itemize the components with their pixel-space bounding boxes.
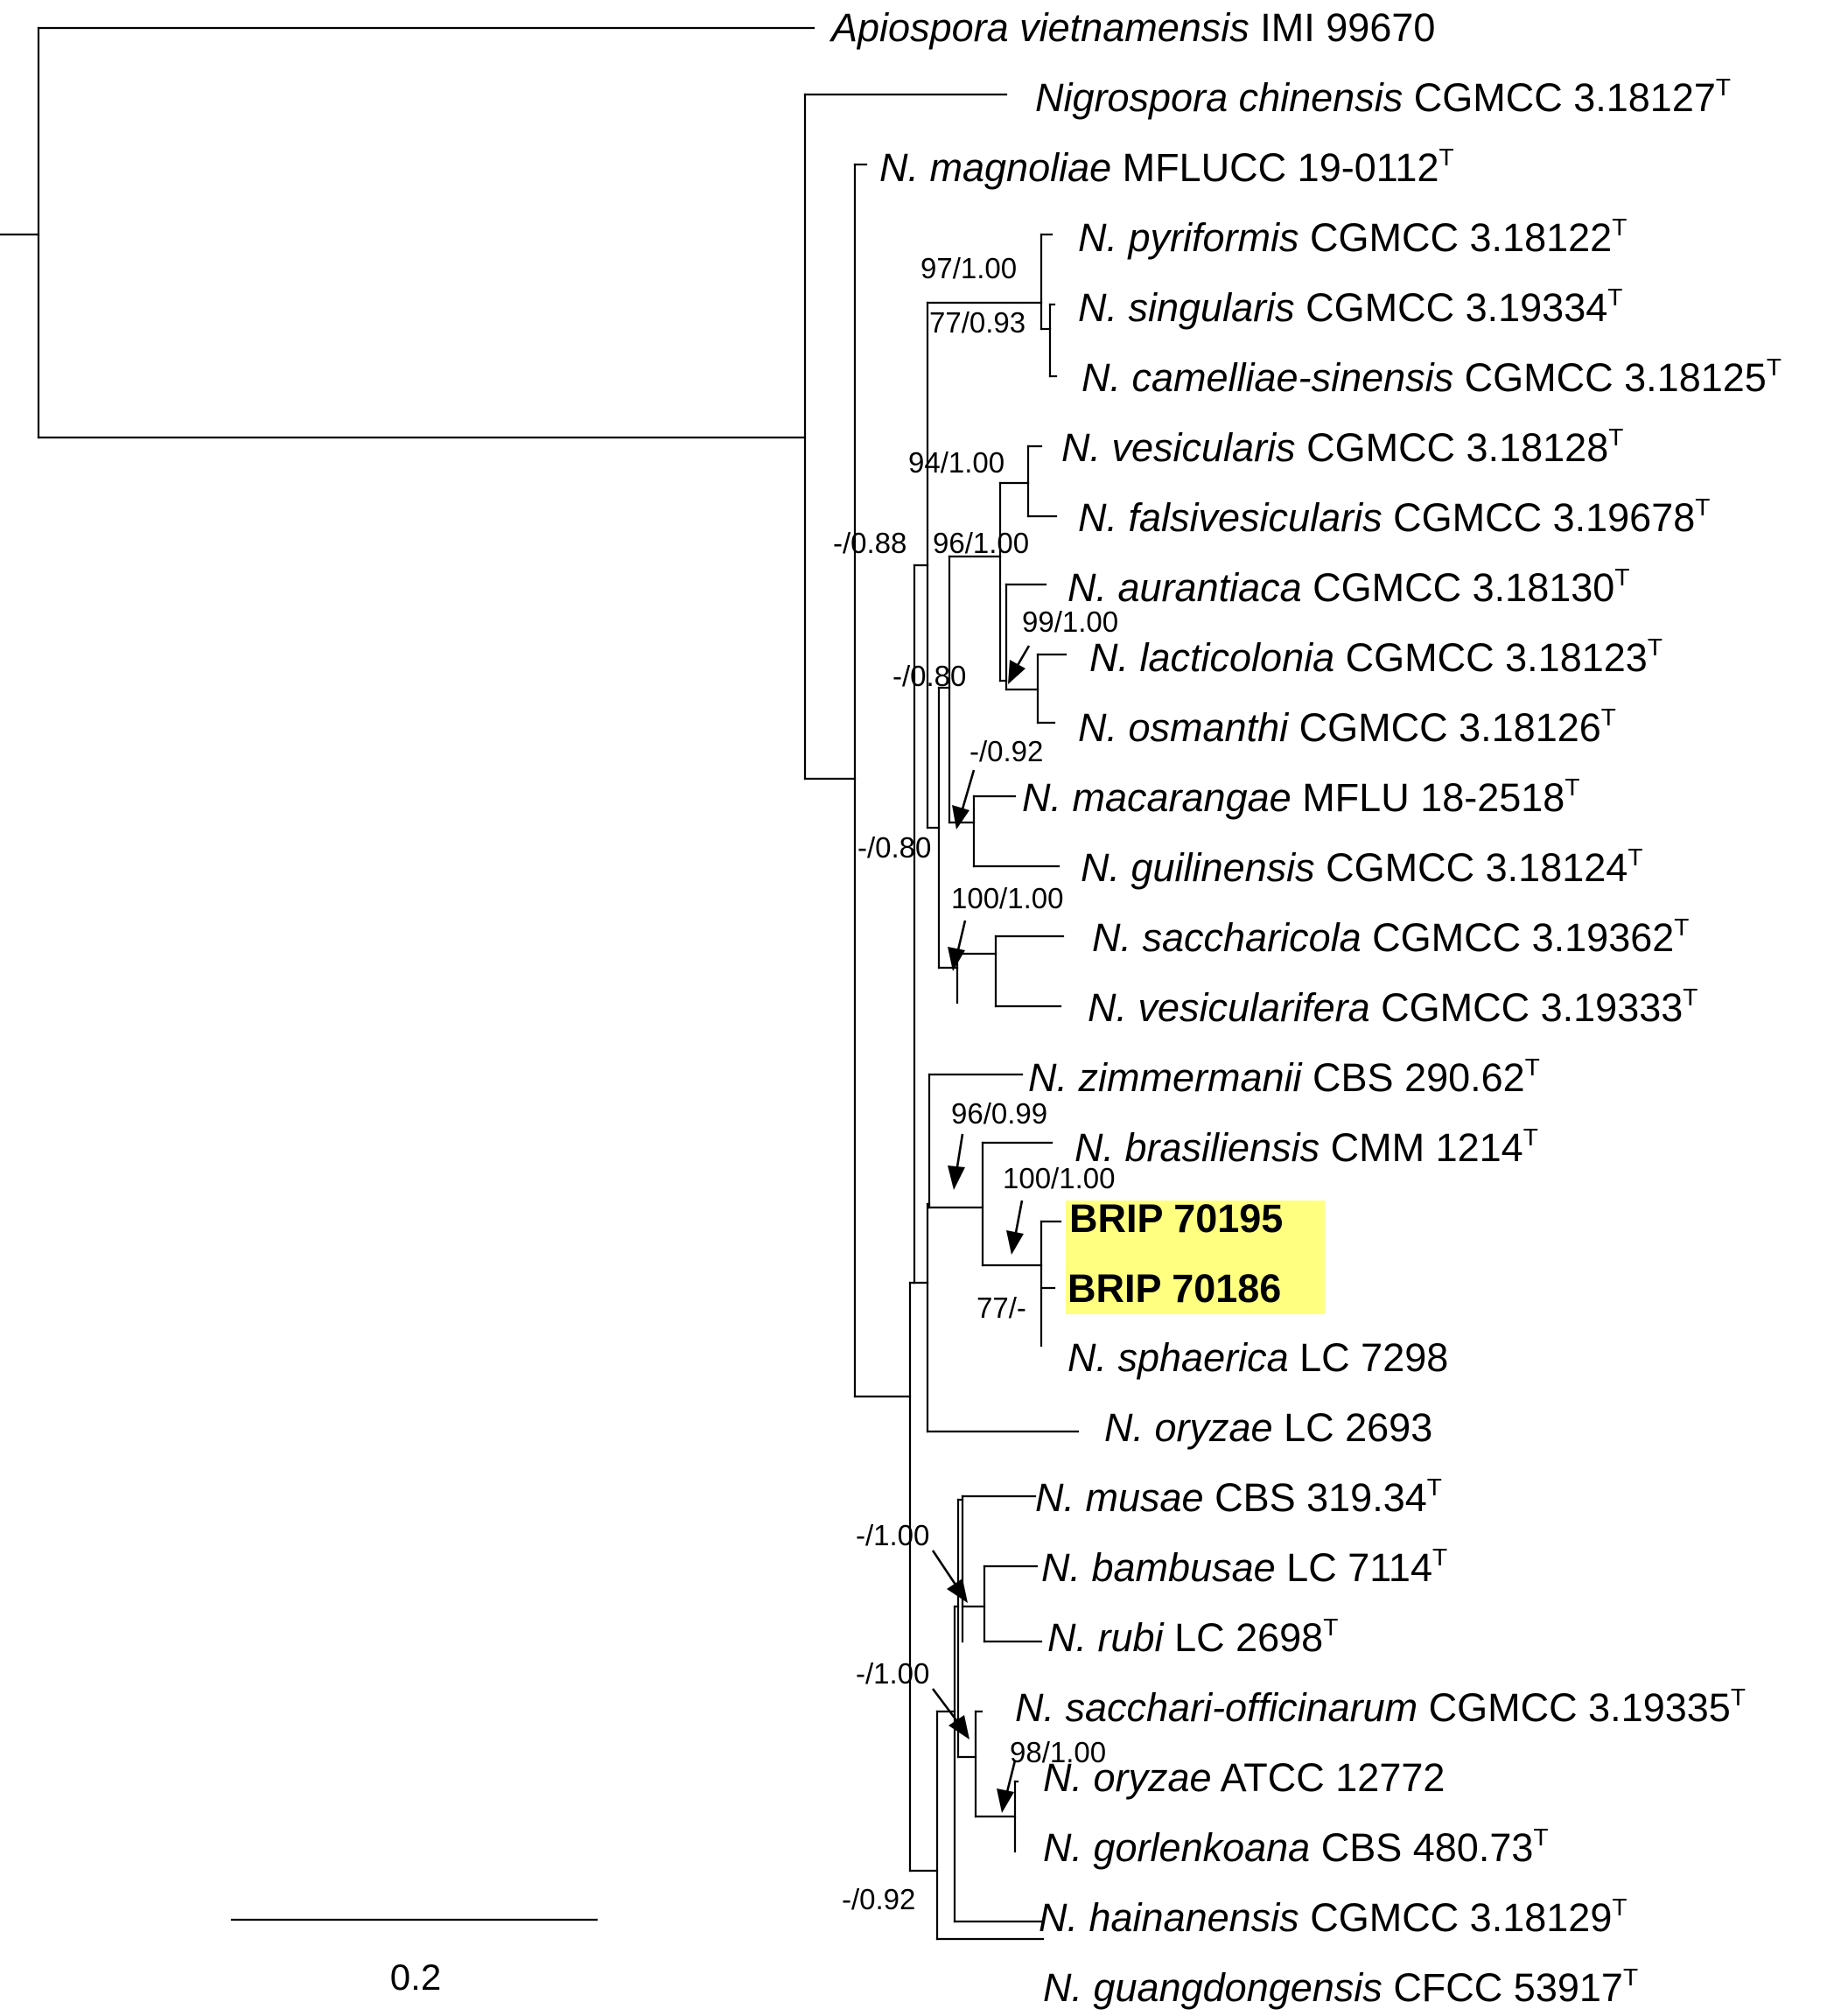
taxon-label: N. brasiliensis CMM 1214T: [1074, 1124, 1538, 1170]
taxon-label: N. sphaerica LC 7298: [1068, 1335, 1448, 1380]
taxon-label: N. lacticolonia CGMCC 3.18123T: [1089, 634, 1662, 680]
taxon-label-new-isolate: BRIP 70195: [1069, 1196, 1283, 1241]
taxon-label: Apiospora vietnamensis IMI 99670: [829, 5, 1435, 50]
support-value: 100/1.00: [1003, 1162, 1115, 1194]
taxon-label: N. guilinensis CGMCC 3.18124T: [1081, 844, 1642, 890]
taxon-label: N. hainanensis CGMCC 3.18129T: [1039, 1894, 1627, 1940]
taxon-label: Nigrospora chinensis CGMCC 3.18127T: [1035, 74, 1731, 120]
scale-bar: 0.2: [230, 1918, 598, 1998]
arrow: [960, 769, 976, 813]
support-value: 77/-: [976, 1292, 1026, 1324]
support-value: 77/0.93: [929, 306, 1026, 339]
support-value: -/0.88: [833, 527, 906, 559]
arrowhead: [948, 1715, 970, 1740]
taxon-label: N. vesicularifera CGMCC 3.19333T: [1088, 984, 1698, 1030]
support-value: -/0.80: [858, 831, 931, 864]
arrowhead: [948, 947, 965, 971]
support-value: -/0.80: [892, 660, 966, 692]
scale-bar-label: 0.2: [390, 1956, 441, 1998]
taxon-label: N. vesicularis CGMCC 3.18128T: [1061, 424, 1623, 470]
support-value: 100/1.00: [951, 882, 1063, 914]
arrow: [1013, 1200, 1024, 1238]
support-value: -/1.00: [856, 1519, 929, 1551]
new-isolates-highlight: [1066, 1200, 1325, 1314]
arrow: [1004, 1760, 1017, 1796]
taxon-label: N. gorlenkoana CBS 480.73T: [1043, 1824, 1549, 1870]
taxon-label: N. oryzae LC 2693: [1104, 1405, 1432, 1450]
support-value: 96/0.99: [951, 1097, 1047, 1130]
taxon-label: N. magnoliae MFLUCC 19-0112T: [879, 144, 1454, 190]
taxon-label: N. falsivesicularis CGMCC 3.19678T: [1078, 494, 1710, 540]
taxon-label: N. musae CBS 319.34T: [1035, 1474, 1442, 1520]
taxon-label: N. guangdongensis CFCC 53917T: [1043, 1964, 1638, 2010]
arrow: [955, 1133, 964, 1173]
support-values: 97/1.00 77/0.93 94/1.00 96/1.00 -/0.88 9…: [833, 252, 1118, 1915]
taxon-label: N. bambusae LC 7114T: [1041, 1544, 1447, 1590]
support-value: -/1.00: [856, 1657, 929, 1690]
taxon-label: N. zimmermanii CBS 290.62T: [1028, 1054, 1540, 1100]
tree-branches: [0, 26, 1080, 1941]
support-arrows: [931, 645, 1031, 1813]
taxon-label: N. camelliae-sinensis CGMCC 3.18125T: [1082, 354, 1782, 400]
support-value: 96/1.00: [933, 527, 1029, 559]
taxon-label: N. aurantiaca CGMCC 3.18130T: [1068, 564, 1629, 610]
arrowhead: [952, 805, 970, 830]
support-value: 98/1.00: [1010, 1736, 1106, 1768]
arrow: [931, 1688, 961, 1725]
arrowhead: [1006, 1230, 1024, 1255]
taxon-label: N. sacchari-officinarum CGMCC 3.19335T: [1015, 1684, 1746, 1730]
support-value: 94/1.00: [908, 446, 1004, 479]
taxon-labels: Apiospora vietnamensis IMI 99670 Nigrosp…: [829, 5, 1782, 2010]
taxon-label: N. oryzae ATCC 12772: [1043, 1755, 1445, 1800]
arrowhead: [947, 1578, 968, 1603]
arrow: [956, 920, 967, 955]
taxon-label-new-isolate: BRIP 70186: [1068, 1266, 1281, 1311]
arrow: [931, 1550, 959, 1588]
support-value: -/0.92: [970, 735, 1043, 767]
taxon-label: N. rubi LC 2698T: [1047, 1614, 1338, 1660]
arrowhead: [1008, 660, 1026, 684]
taxon-label: N. pyriformis CGMCC 3.18122T: [1078, 214, 1627, 260]
taxon-label: N. singularis CGMCC 3.19334T: [1078, 284, 1622, 330]
taxon-label: N. macarangae MFLU 18-2518T: [1022, 774, 1579, 820]
support-value: 99/1.00: [1022, 606, 1118, 638]
support-value: 97/1.00: [920, 252, 1017, 284]
arrowhead: [948, 1166, 965, 1190]
taxon-label: N. osmanthi CGMCC 3.18126T: [1078, 704, 1616, 750]
support-value: -/0.92: [842, 1883, 915, 1915]
arrow: [1015, 645, 1031, 668]
arrowhead: [997, 1788, 1014, 1813]
taxon-label: N. saccharicola CGMCC 3.19362T: [1092, 914, 1689, 960]
